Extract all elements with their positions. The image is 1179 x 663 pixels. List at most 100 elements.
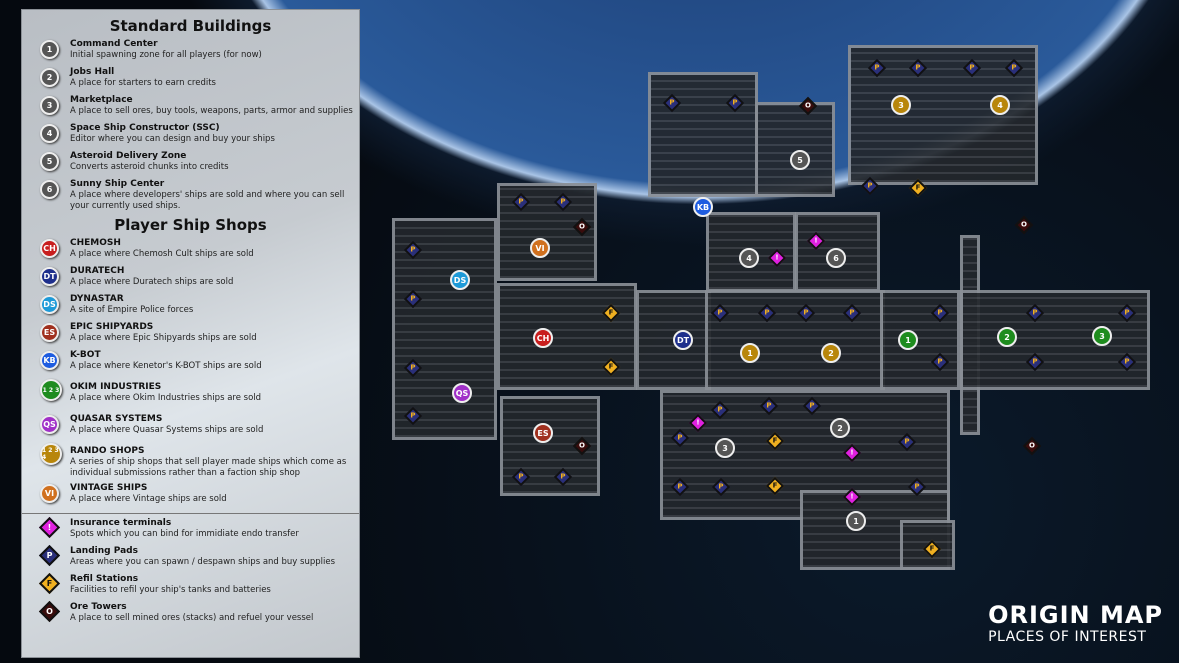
- landing-pad-icon-glyph: P: [1032, 308, 1038, 317]
- shop-badge: VI: [40, 484, 59, 503]
- landing-pad-icon-glyph: P: [1011, 63, 1017, 72]
- ore-tower-icon: O: [1014, 215, 1034, 235]
- legend-item-desc: A place where Quasar Systems ships are s…: [70, 425, 264, 435]
- map-marker-vintage: VI: [530, 238, 550, 258]
- legend-item-desc: A place where developers' ships are sold…: [70, 190, 345, 211]
- landing-pad-icon-glyph: P: [937, 357, 943, 366]
- station-module: [900, 520, 955, 570]
- refil-station-icon-glyph: F: [608, 308, 614, 317]
- player-ship-shops-heading: Player Ship Shops: [114, 216, 267, 234]
- map-marker-standard: 1: [846, 511, 866, 531]
- legend-item-desc: Initial spawning zone for all players (f…: [70, 50, 262, 60]
- map-marker-okim: 2: [997, 327, 1017, 347]
- landing-pad-icon-glyph: P: [764, 308, 770, 317]
- landing-pad-icon-glyph: P: [914, 482, 920, 491]
- legend-item-title: QUASAR SYSTEMS: [70, 414, 163, 424]
- map-marker-epic: ES: [533, 423, 553, 443]
- landing-pad-icon-glyph: P: [849, 308, 855, 317]
- legend-item-desc: A place where Chemosh Cult ships are sol…: [70, 249, 254, 259]
- map-title-text: ORIGIN MAP: [988, 601, 1163, 629]
- map-title: ORIGIN MAP PLACES OF INTEREST: [988, 601, 1163, 645]
- landing-pad-icon-glyph: P: [669, 98, 675, 107]
- landing-pad-icon-glyph: P: [809, 401, 815, 410]
- shop-badge: 1 2 3: [40, 379, 62, 401]
- legend-item-title: EPIC SHIPYARDS: [70, 322, 154, 332]
- legend-item-desc: Editor where you can design and buy your…: [70, 134, 275, 144]
- insurance-icon: !: [38, 516, 61, 539]
- map-subtitle: PLACES OF INTEREST: [988, 629, 1147, 645]
- map-marker-quasar: QS: [452, 383, 472, 403]
- legend-item-desc: A place where Okim Industries ships are …: [70, 393, 262, 403]
- station-module: [497, 283, 637, 390]
- legend-item-title: Jobs Hall: [70, 67, 115, 77]
- landing-pad-icon-glyph: P: [937, 308, 943, 317]
- refil-station-icon-glyph: F: [772, 436, 778, 445]
- legend-item-title: OKIM INDUSTRIES: [70, 382, 162, 392]
- legend-item-title: Command Center: [70, 39, 158, 49]
- legend-item-desc: A site of Empire Police forces: [70, 305, 194, 315]
- shop-badge: CH: [40, 239, 59, 258]
- legend-item-desc: A series of ship shops that sell player …: [70, 457, 347, 478]
- ore-tower-icon-glyph: O: [1021, 220, 1027, 229]
- landing-pad-icon-glyph: P: [867, 181, 873, 190]
- landing-pad-icon-glyph: P: [560, 472, 566, 481]
- insurance-icon-glyph: !: [850, 448, 854, 457]
- legend-item-desc: A place where Epic Shipyards ships are s…: [70, 333, 257, 343]
- legend-item-desc: A place for starters to earn credits: [70, 78, 216, 88]
- landing-pad-icon-glyph: P: [677, 433, 683, 442]
- shop-badge: DS: [40, 295, 59, 314]
- landing-pad-icon: P: [38, 544, 61, 567]
- refil-station-icon: F: [38, 572, 61, 595]
- building-number-badge: 2: [40, 68, 59, 87]
- landing-pad-icon-glyph: P: [518, 197, 524, 206]
- landing-pad-icon-glyph: P: [717, 308, 723, 317]
- map-marker-chemosh: CH: [533, 328, 553, 348]
- legend-item-desc: A place where Kenetor's K-BOT ships are …: [70, 361, 262, 371]
- ore-tower-icon-glyph: O: [805, 101, 811, 110]
- legend-item-title: CHEMOSH: [70, 238, 121, 248]
- building-number-badge: 4: [40, 124, 59, 143]
- map-marker-okim: 3: [1092, 326, 1112, 346]
- shop-badge: ES: [40, 323, 59, 342]
- refil-station-icon-glyph: F: [772, 481, 778, 490]
- building-number-badge: 6: [40, 180, 59, 199]
- refil-station-icon-glyph: F: [929, 544, 935, 553]
- station-module: [648, 72, 758, 197]
- ore-tower-icon-glyph: O: [46, 607, 53, 616]
- insurance-icon-glyph: !: [47, 523, 52, 532]
- legend-item-desc: Spots which you can bind for immidiate e…: [70, 529, 299, 539]
- ore-tower-icon: O: [38, 600, 61, 623]
- legend-item-desc: Converts asteroid chunks into credits: [70, 162, 229, 172]
- map-marker-standard: 2: [830, 418, 850, 438]
- legend-item-desc: Facilities to refil your ship's tanks an…: [70, 585, 271, 595]
- map-marker-rando: 4: [990, 95, 1010, 115]
- landing-pad-icon-glyph: P: [969, 63, 975, 72]
- landing-pad-icon-glyph: P: [766, 401, 772, 410]
- building-number-badge: 3: [40, 96, 59, 115]
- station-module: [705, 290, 885, 390]
- map-marker-standard: 3: [715, 438, 735, 458]
- legend-item-title: RANDO SHOPS: [70, 446, 145, 456]
- landing-pad-icon-glyph: P: [717, 405, 723, 414]
- landing-pad-icon-glyph: P: [904, 437, 910, 446]
- refil-station-icon-glyph: F: [46, 579, 53, 588]
- insurance-icon-glyph: !: [814, 236, 818, 245]
- map-marker-standard: 5: [790, 150, 810, 170]
- legend-item-desc: A place to sell mined ores (stacks) and …: [70, 613, 314, 623]
- ore-tower-icon-glyph: O: [579, 441, 585, 450]
- map-marker-rando: 3: [891, 95, 911, 115]
- station-module: [960, 290, 1150, 390]
